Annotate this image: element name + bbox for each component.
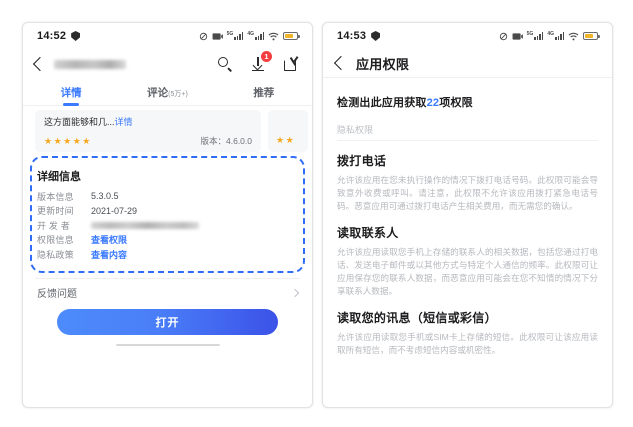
rating-stars: ★★★★★	[44, 135, 92, 146]
status-icons-group: 5G 4G	[199, 32, 300, 41]
permission-name: 读取联系人	[337, 226, 399, 240]
divider	[35, 277, 300, 279]
tab-reviews[interactable]: 评论(5万+)	[119, 85, 215, 100]
detail-label: 权限信息	[37, 235, 74, 246]
sim1-5g-signal-icon: 5G	[227, 32, 244, 40]
detail-label: 版本信息	[37, 191, 74, 202]
search-icon[interactable]	[217, 56, 234, 73]
battery-icon	[583, 32, 600, 40]
section-label-privacy: 隐私权限	[337, 125, 374, 135]
status-bar-left: 14:52 5G 4G	[23, 23, 312, 49]
battery-icon	[283, 32, 300, 40]
app-title-redacted	[54, 59, 126, 69]
download-badge: 1	[261, 50, 272, 62]
detail-info-card: 详细信息 版本信息 5.3.0.5 更新时间 2021-07-29 开 发 者 …	[23, 160, 312, 270]
summary-prefix: 检测出此应用获取	[337, 97, 427, 109]
review-more-link[interactable]: 详情	[114, 117, 133, 127]
phone-screen-app-detail: 14:52 5G 4G	[22, 22, 313, 408]
camera-icon	[512, 32, 523, 40]
review-carousel[interactable]: 这方面能够和几...详情 ★★★★★ 版本：4.6.0.0 ★★	[23, 106, 312, 158]
wifi-icon	[568, 32, 579, 40]
view-privacy-link[interactable]: 查看内容	[91, 249, 128, 260]
sim1-5g-signal-icon: 5G	[527, 32, 544, 40]
detail-title: 详细信息	[37, 171, 81, 183]
permission-description: 允许该应用读取您手机上存储的联系人的相关数据，包括您通过打电话、发送电子邮件或以…	[337, 247, 598, 296]
status-time: 14:53	[337, 30, 367, 42]
review-card[interactable]: ★★	[268, 110, 308, 152]
open-button[interactable]: 打开	[57, 308, 278, 335]
mute-icon	[499, 32, 507, 40]
tab-bar: 详情 评论(5万+) 推荐	[23, 79, 312, 106]
back-icon[interactable]	[333, 55, 349, 71]
camera-icon	[212, 32, 223, 40]
detail-row-version: 版本信息 5.3.0.5	[37, 189, 298, 204]
tab-recommend-label: 推荐	[253, 86, 275, 99]
phone-screen-app-permissions: 14:53 5G 4G	[322, 22, 613, 408]
permission-item[interactable]: 读取联系人 允许该应用读取您手机上存储的联系人的相关数据，包括您通过打电话、发送…	[323, 213, 612, 298]
review-version: 版本：4.6.0.0	[200, 136, 253, 146]
status-bar-right: 14:53 5G 4G	[323, 23, 612, 49]
app-bar: 1	[23, 49, 312, 79]
feedback-row[interactable]: 反馈问题	[23, 279, 312, 307]
back-icon[interactable]	[32, 56, 48, 72]
detail-value: 2021-07-29	[91, 205, 138, 216]
detail-label: 隐私政策	[37, 249, 74, 260]
status-icons-group: 5G 4G	[499, 32, 600, 41]
review-card[interactable]: 这方面能够和几...详情 ★★★★★ 版本：4.6.0.0	[35, 110, 261, 152]
share-icon[interactable]	[283, 55, 300, 73]
tab-details-label: 详情	[60, 86, 82, 99]
download-icon[interactable]: 1	[250, 50, 272, 73]
detail-value: 5.3.0.5	[91, 191, 119, 202]
detail-row-permissions[interactable]: 权限信息 查看权限	[37, 233, 298, 248]
shield-icon	[71, 31, 81, 41]
divider	[337, 140, 598, 141]
permission-description: 允许该应用在您未执行操作的情况下拨打电话号码。此权限可能会导致意外收费或呼叫。请…	[337, 175, 598, 211]
app-bar-actions: 1	[217, 50, 300, 73]
review-text: 这方面能够和几...详情	[44, 117, 133, 127]
home-indicator	[115, 343, 220, 346]
feedback-label: 反馈问题	[37, 289, 77, 300]
detail-label: 更新时间	[37, 206, 74, 217]
detail-row-update-time: 更新时间 2021-07-29	[37, 204, 298, 219]
chevron-right-icon	[290, 288, 300, 297]
permission-name: 拨打电话	[337, 154, 387, 168]
page-title: 应用权限	[356, 56, 410, 72]
sim2-4g-signal-icon: 4G	[247, 32, 264, 40]
tab-details[interactable]: 详情	[23, 85, 119, 106]
mute-icon	[199, 32, 207, 40]
sim2-4g-signal-icon: 4G	[547, 32, 564, 40]
permission-name: 读取您的讯息（短信或彩信）	[337, 311, 497, 325]
permission-item[interactable]: 拨打电话 允许该应用在您未执行操作的情况下拨打电话号码。此权限可能会导致意外收费…	[323, 141, 612, 213]
developer-name-redacted	[91, 221, 199, 229]
open-button-wrapper: 打开	[23, 307, 312, 346]
detail-label: 开 发 者	[37, 220, 71, 231]
tab-reviews-label: 评论	[147, 86, 169, 99]
status-time: 14:52	[37, 30, 67, 42]
permission-description: 允许该应用读取您手机或SIM卡上存储的短信。此权限可让该应用读取所有短信，而不考…	[337, 332, 598, 355]
shield-icon	[371, 31, 381, 41]
permissions-body: 检测出此应用获取22项权限 隐私权限 拨打电话 允许该应用在您未执行操作的情况下…	[323, 78, 612, 357]
summary-suffix: 项权限	[439, 97, 473, 109]
permissions-header: 应用权限	[323, 49, 612, 78]
rating-stars: ★★	[276, 135, 296, 145]
detail-row-privacy[interactable]: 隐私政策 查看内容	[37, 247, 298, 262]
permission-item[interactable]: 读取您的讯息（短信或彩信） 允许该应用读取您手机或SIM卡上存储的短信。此权限可…	[323, 298, 612, 357]
detail-row-developer: 开 发 者	[37, 218, 298, 233]
tab-reviews-count: (5万+)	[168, 90, 188, 98]
detail-section-wrapper: 详细信息 版本信息 5.3.0.5 更新时间 2021-07-29 开 发 者 …	[23, 156, 312, 273]
permission-count: 22	[426, 97, 440, 109]
view-permissions-link[interactable]: 查看权限	[91, 235, 128, 246]
permission-summary: 检测出此应用获取22项权限	[323, 78, 612, 110]
review-footer: ★★★★★ 版本：4.6.0.0	[44, 135, 252, 147]
tab-recommend[interactable]: 推荐	[216, 85, 312, 100]
wifi-icon	[268, 32, 279, 40]
